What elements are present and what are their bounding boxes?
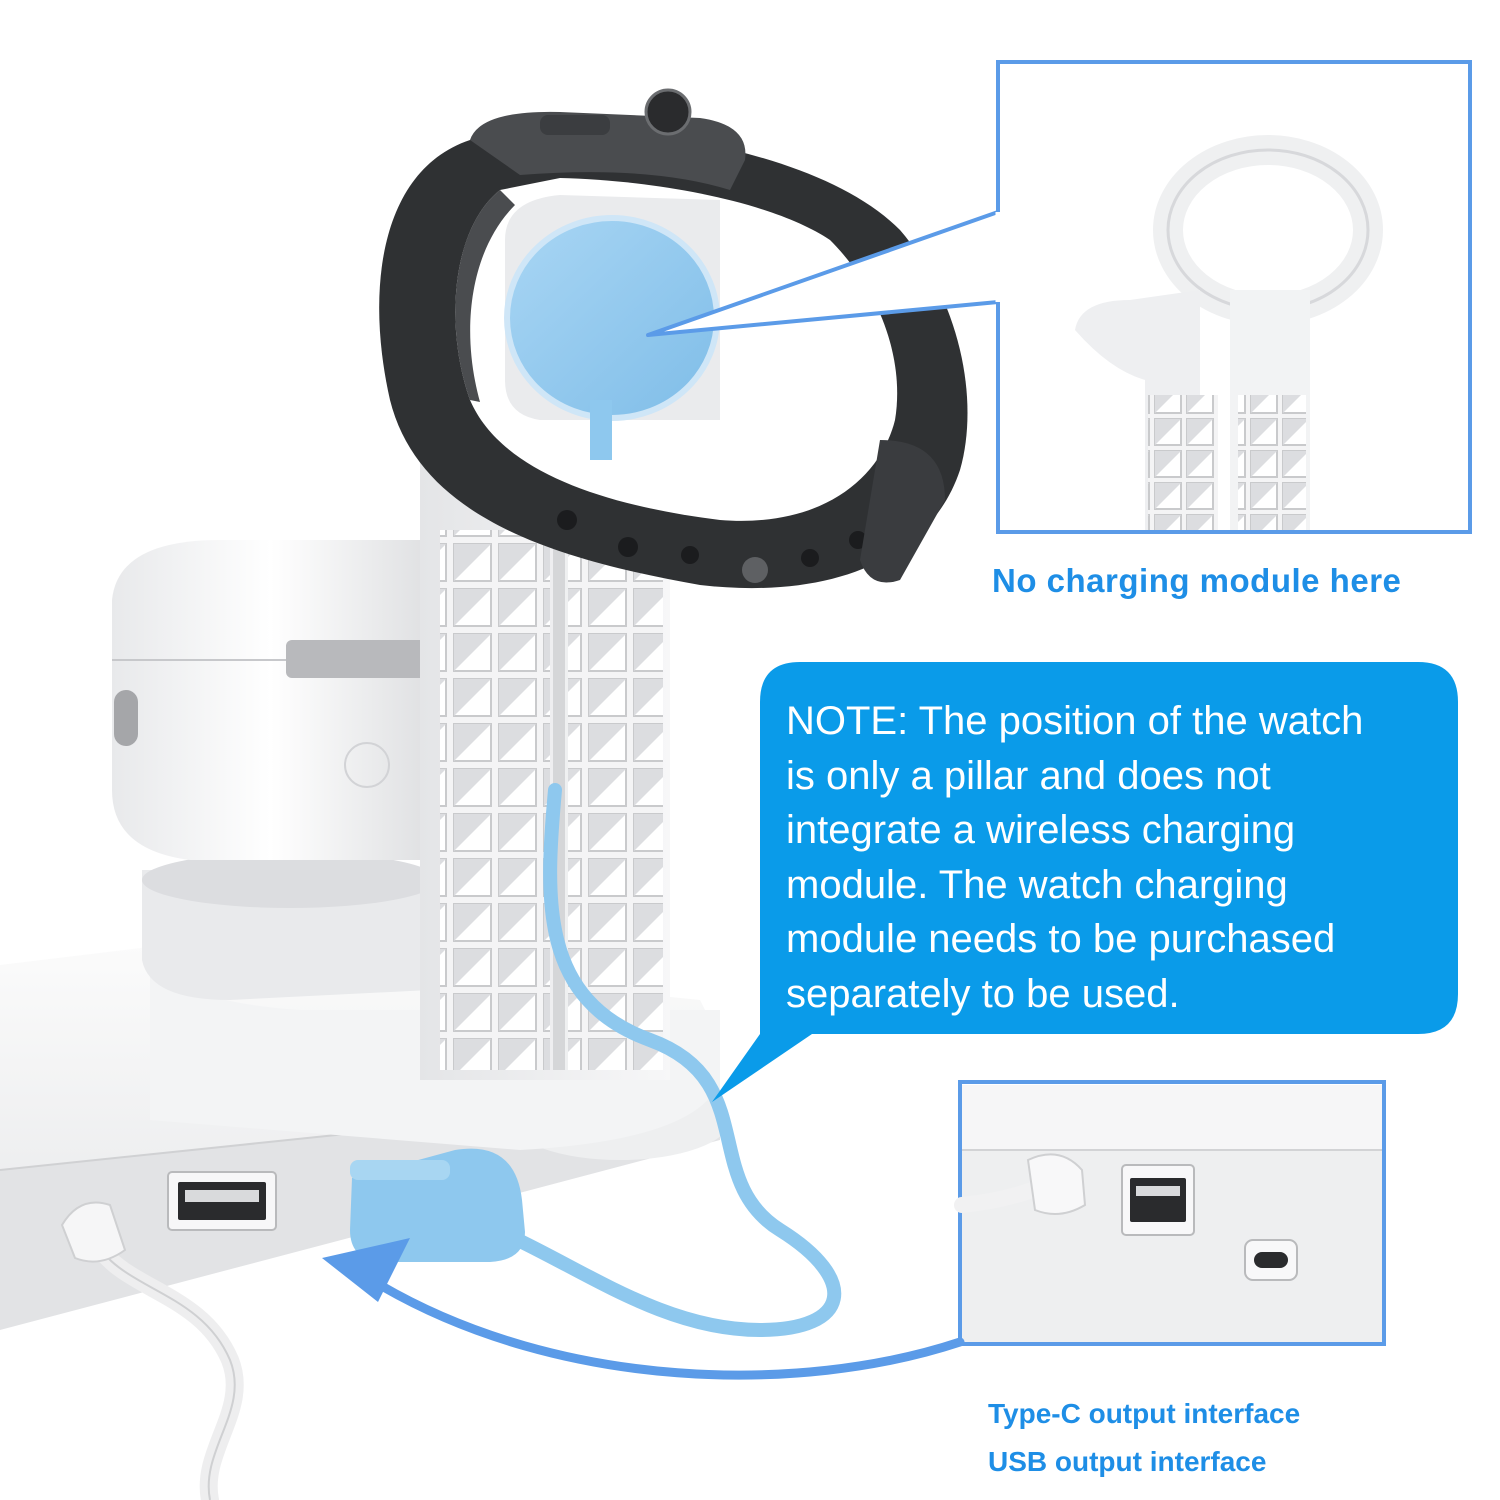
usb-port-icon: [1121, 1164, 1195, 1236]
no-module-caption: No charging module here: [992, 562, 1402, 599]
usb-port-icon: [167, 1171, 277, 1231]
watch-icon: [379, 88, 968, 589]
curved-arrow-icon: [322, 1238, 965, 1380]
note-line: separately to be used.: [786, 971, 1180, 1016]
note-line: is only a pillar and does not: [786, 753, 1271, 798]
note-text: NOTE: The position of the watch is only …: [786, 694, 1446, 1021]
note-line: module. The watch charging: [786, 862, 1288, 907]
power-cable: [60, 1201, 244, 1500]
note-bubble: [712, 662, 1458, 1102]
inset-ports-detail: [954, 1080, 1386, 1346]
type-c-port-icon: [1244, 1239, 1298, 1281]
usb-caption: USB output interface: [988, 1446, 1267, 1477]
inset-pillar-detail: [995, 60, 1472, 534]
earbuds-case-icon: [112, 540, 438, 1000]
watch-charger-cable: [350, 783, 842, 1338]
note-line: NOTE: The position of the watch: [786, 699, 1364, 743]
type-c-caption: Type-C output interface: [988, 1398, 1301, 1429]
note-line: integrate a wireless charging: [786, 808, 1296, 852]
note-line: module needs to be purchased: [786, 917, 1336, 961]
watch-pillar: [420, 450, 670, 1080]
